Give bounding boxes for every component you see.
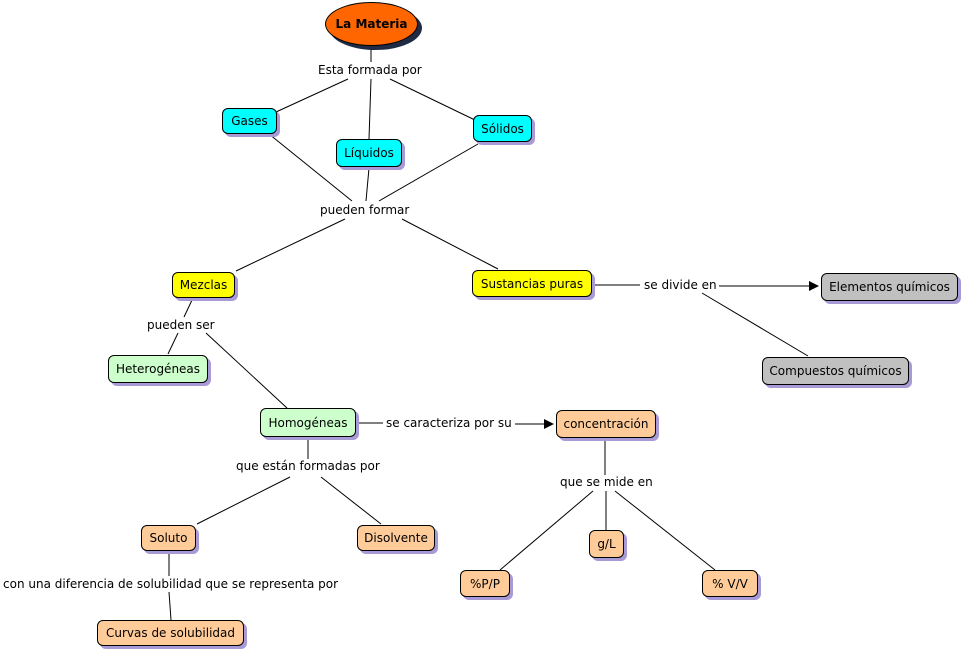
node-solidos[interactable]: Sólidos — [473, 115, 532, 142]
node-pp[interactable]: %P/P — [460, 570, 510, 597]
node-curvas-solubilidad[interactable]: Curvas de solubilidad — [97, 620, 244, 646]
node-gases[interactable]: Gases — [222, 108, 277, 134]
link-se-caracteriza-por-su: se caracteriza por su — [384, 416, 514, 430]
link-pueden-ser: pueden ser — [145, 318, 217, 332]
node-elementos-quimicos[interactable]: Elementos químicos — [821, 273, 958, 301]
node-mezclas[interactable]: Mezclas — [172, 272, 235, 298]
node-concentracion[interactable]: concentración — [556, 410, 656, 438]
node-homogeneas[interactable]: Homogéneas — [260, 408, 356, 437]
link-que-se-mide-en: que se mide en — [558, 475, 655, 489]
node-liquidos[interactable]: Líquidos — [336, 139, 402, 167]
node-soluto[interactable]: Soluto — [141, 525, 196, 551]
node-disolvente[interactable]: Disolvente — [357, 525, 435, 551]
link-pueden-formar: pueden formar — [318, 203, 412, 217]
node-gl[interactable]: g/L — [589, 530, 624, 558]
node-vv[interactable]: % V/V — [702, 570, 758, 597]
node-sustancias-puras[interactable]: Sustancias puras — [472, 270, 592, 297]
link-esta-formada-por: Esta formada por — [316, 63, 424, 77]
link-con-una-diferencia: con una diferencia de solubilidad que se… — [1, 577, 341, 591]
link-se-divide-en: se divide en — [642, 278, 719, 292]
node-la-materia[interactable]: La Materia — [325, 2, 418, 46]
link-que-estan-formadas-por: que están formadas por — [234, 459, 382, 473]
node-heterogeneas[interactable]: Heterogéneas — [108, 355, 208, 383]
node-compuestos-quimicos[interactable]: Compuestos químicos — [762, 357, 909, 385]
